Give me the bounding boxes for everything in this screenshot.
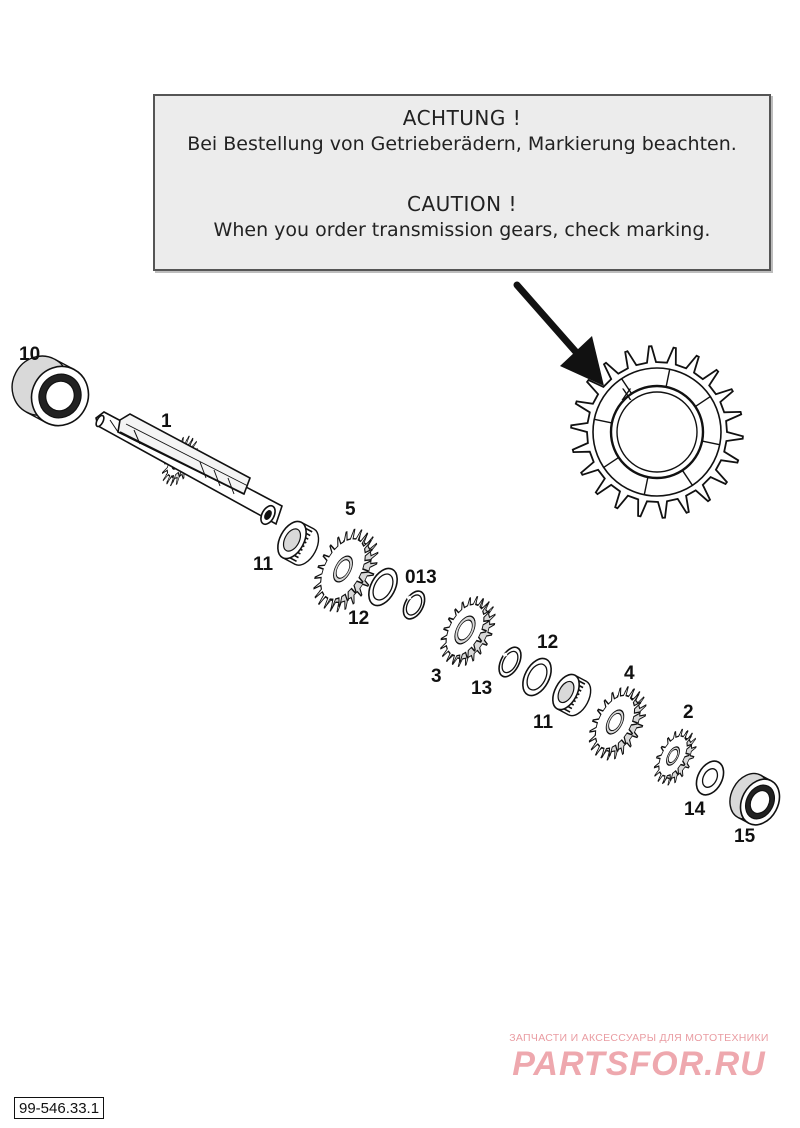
watermark-tagline: ЗАПЧАСТИ И АКСЕССУАРЫ ДЛЯ МОТОТЕХНИКИ <box>509 1032 769 1044</box>
needle-bearing-11-lower <box>552 673 592 717</box>
callout-3: 3 <box>431 666 442 687</box>
thrust-washer-12-upper <box>368 567 398 607</box>
callout-10: 10 <box>19 344 41 365</box>
circlip-013 <box>402 590 426 620</box>
gear-marking: X <box>621 385 632 404</box>
bearing-10 <box>11 355 90 427</box>
callout-2: 2 <box>683 702 694 723</box>
callout-15: 15 <box>734 826 756 847</box>
watermark: ЗАПЧАСТИ И АКСЕССУАРЫ ДЛЯ МОТОТЕХНИКИ PA… <box>482 1032 796 1084</box>
detail-gear: X <box>570 345 744 519</box>
circlip-13 <box>498 646 522 678</box>
watermark-brand: PARTSFOR.RU <box>512 1045 766 1083</box>
notice-text-de: Bei Bestellung von Getrieberädern, Marki… <box>187 133 737 155</box>
callout-013: 013 <box>405 567 437 588</box>
gear-4 <box>588 686 647 761</box>
callout-11-lower: 11 <box>533 712 554 733</box>
notice-heading-en: CAUTION ! <box>407 192 517 216</box>
caution-notice: ACHTUNG ! Bei Bestellung von Getrieberäd… <box>153 94 771 271</box>
callout-4: 4 <box>624 663 635 684</box>
needle-bearing-11-upper <box>277 520 320 566</box>
gear-2 <box>653 728 697 786</box>
callout-1: 1 <box>161 411 172 432</box>
callout-5: 5 <box>345 499 356 520</box>
gear-3 <box>440 596 496 667</box>
document-number: 99-546.33.1 <box>14 1097 105 1119</box>
pointer-arrow <box>513 281 604 386</box>
callout-12-upper: 12 <box>348 608 370 629</box>
callout-12-lower: 12 <box>537 632 559 653</box>
notice-text-en: When you order transmission gears, check… <box>213 219 711 241</box>
main-shaft <box>95 411 283 526</box>
notice-heading-de: ACHTUNG ! <box>402 106 522 130</box>
spacer-washer-14 <box>695 760 725 796</box>
bearing-15 <box>729 772 781 826</box>
callout-13: 13 <box>471 678 493 699</box>
callout-14: 14 <box>684 799 706 820</box>
thrust-washer-12-lower <box>522 657 552 697</box>
callout-11-upper: 11 <box>253 554 274 575</box>
gear-5 <box>313 528 379 613</box>
